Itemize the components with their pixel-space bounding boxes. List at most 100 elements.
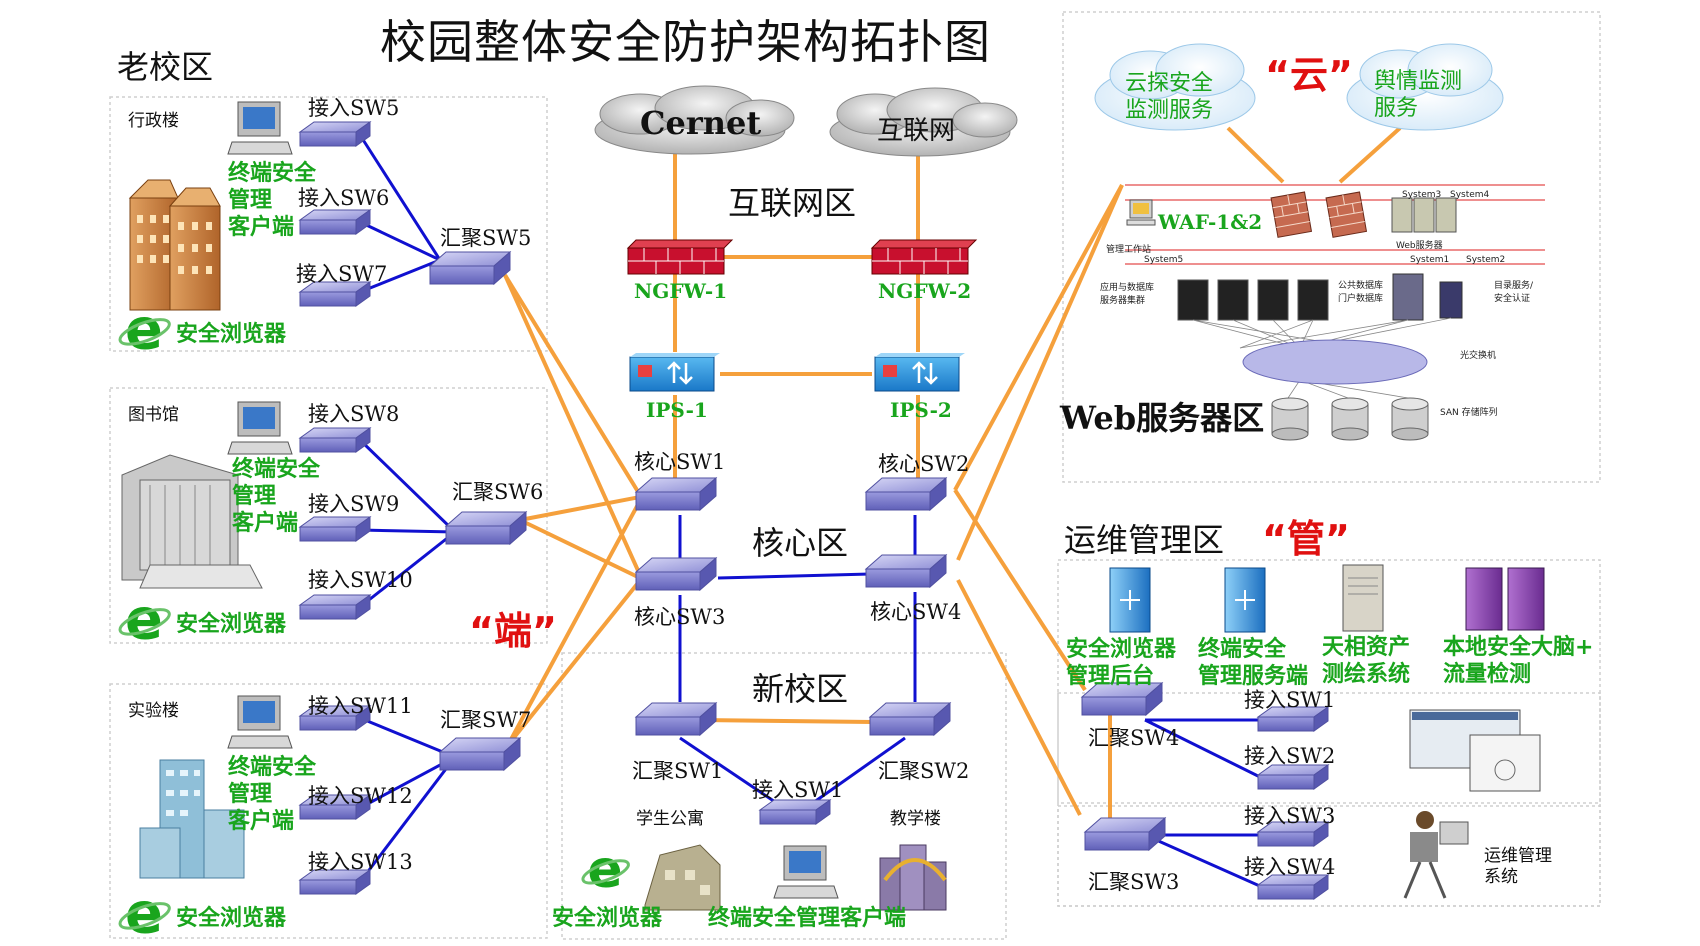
web-server-label: Web服务器 bbox=[1396, 241, 1443, 251]
browser-icon-new-campus: e bbox=[581, 840, 630, 900]
switch-icon-agg7 bbox=[438, 736, 522, 772]
mgmt-station-label: 管理工作站 bbox=[1106, 245, 1152, 255]
cloud-internet-label: 互联网 bbox=[877, 116, 956, 146]
admin-building-box bbox=[109, 96, 548, 352]
agg4-label: 汇聚SW4 bbox=[1088, 726, 1180, 750]
acc7-label: 接入SW7 bbox=[296, 262, 388, 286]
agg6-label: 汇聚SW6 bbox=[452, 480, 544, 504]
page-title: 校园整体安全防护架构拓扑图 bbox=[380, 15, 991, 69]
cloud-opinion-service-label: 舆情监测服务 bbox=[1374, 69, 1463, 121]
switch-icon-agg2 bbox=[868, 701, 952, 737]
switch-icon-acc12 bbox=[298, 794, 372, 820]
switch-icon-acc10 bbox=[298, 594, 372, 620]
server-cluster-icons bbox=[1177, 273, 1463, 321]
cloud-cernet-label: Cernet bbox=[640, 104, 762, 142]
endpoint-client-admin: 终端安全管理客户端 bbox=[228, 161, 317, 240]
ops-system-label: 运维管理系统 bbox=[1484, 846, 1552, 887]
acc11-label: 接入SW11 bbox=[308, 694, 413, 718]
ops-acc1-label: 接入SW1 bbox=[1244, 688, 1336, 712]
core2-label: 核心SW2 bbox=[878, 452, 970, 476]
switch-icon-core1 bbox=[634, 476, 718, 512]
switch-icon-acc1-new bbox=[758, 799, 832, 825]
security-brain-server-icon bbox=[1465, 567, 1545, 631]
building-teaching-label: 教学楼 bbox=[890, 809, 941, 829]
library-building-icon bbox=[121, 454, 263, 589]
zone-core: 核心区 bbox=[752, 524, 849, 562]
computer-icon-lab bbox=[227, 695, 293, 749]
dorm-building-icon bbox=[644, 844, 721, 911]
system3-label: System3 bbox=[1402, 190, 1442, 200]
core1-label: 核心SW1 bbox=[634, 450, 726, 474]
teaching-building-icon bbox=[879, 844, 947, 911]
browser-icon-lab: e bbox=[118, 882, 171, 946]
area-boxes bbox=[109, 11, 1601, 940]
browser-library-label: 安全浏览器 bbox=[176, 612, 287, 637]
app-cluster-label: 应用与数据库服务器集群 bbox=[1100, 283, 1155, 306]
endpoint-client-lab: 终端安全管理客户端 bbox=[228, 755, 317, 834]
switch-icon-ops-acc1 bbox=[1256, 706, 1330, 732]
ngfw2-label: NGFW-2 bbox=[878, 279, 972, 303]
agg7-label: 汇聚SW7 bbox=[440, 708, 532, 732]
admin-building-icon bbox=[128, 179, 221, 311]
ngfw1-firewall-icon bbox=[626, 239, 734, 275]
agg2-label: 汇聚SW2 bbox=[878, 759, 970, 783]
web-server-icons bbox=[1391, 197, 1457, 233]
optical-switch-label: 光交换机 bbox=[1460, 351, 1497, 361]
endpoint-server-label: 终端安全管理服务端 bbox=[1198, 637, 1309, 689]
switch-icon-core4 bbox=[864, 553, 948, 589]
ops-acc2-label: 接入SW2 bbox=[1244, 744, 1336, 768]
switch-icon-acc5 bbox=[298, 121, 372, 147]
new-campus-box bbox=[561, 652, 1007, 940]
cloud-opinion-service-icon bbox=[1346, 43, 1504, 131]
zone-old-campus: 老校区 bbox=[117, 48, 214, 86]
zone-web: Web服务器区 bbox=[1060, 399, 1265, 437]
ips2-label: IPS-2 bbox=[890, 398, 952, 422]
endpoint-server-icon bbox=[1224, 567, 1266, 633]
acc10-label: 接入SW10 bbox=[308, 568, 413, 592]
computer-icon-admin bbox=[227, 101, 293, 155]
waf-firewall-icons bbox=[1270, 191, 1368, 238]
zone-ops: 运维管理区 bbox=[1064, 521, 1225, 559]
ops-screenshot-icon bbox=[1409, 709, 1541, 792]
building-lab-label: 实验楼 bbox=[128, 701, 179, 721]
mgmt-workstation-icon bbox=[1126, 199, 1156, 226]
core4-label: 核心SW4 bbox=[870, 600, 962, 624]
ips1-icon bbox=[629, 353, 720, 392]
system5-label: System5 bbox=[1144, 255, 1184, 265]
zone-new-campus: 新校区 bbox=[752, 670, 849, 708]
switch-icon-acc13 bbox=[298, 869, 372, 895]
acc12-label: 接入SW12 bbox=[308, 784, 413, 808]
tianxiang-server-icon bbox=[1342, 564, 1384, 632]
san-label: SAN 存储阵列 bbox=[1440, 408, 1498, 418]
switch-icon-core3 bbox=[634, 556, 718, 592]
switch-icons bbox=[298, 121, 1330, 900]
acc8-label: 接入SW8 bbox=[308, 402, 400, 426]
agg1-label: 汇聚SW1 bbox=[632, 759, 724, 783]
building-library-label: 图书馆 bbox=[128, 405, 179, 425]
switch-icon-acc9 bbox=[298, 516, 372, 542]
computer-icon-new-campus bbox=[773, 845, 839, 899]
browser-backend-label: 安全浏览器管理后台 bbox=[1066, 637, 1177, 689]
browser-icon-library: e bbox=[118, 588, 171, 653]
ops-person-icon bbox=[1403, 811, 1469, 899]
switch-icon-acc8 bbox=[298, 427, 372, 453]
ips2-icon bbox=[874, 353, 965, 392]
browser-admin-label: 安全浏览器 bbox=[176, 322, 287, 347]
switch-icon-agg3 bbox=[1083, 816, 1167, 852]
acc1-new-label: 接入SW1 bbox=[752, 778, 844, 802]
svg-text:e: e bbox=[125, 588, 163, 653]
switch-icon-ops-acc3 bbox=[1256, 821, 1330, 847]
ips1-label: IPS-1 bbox=[646, 398, 708, 422]
security-brain-label: 本地安全大脑+流量检测 bbox=[1443, 635, 1594, 687]
endpoint-client-library: 终端安全管理客户端 bbox=[232, 457, 321, 536]
switch-icon-core2 bbox=[864, 476, 948, 512]
lab-building-icon bbox=[139, 759, 245, 879]
internet-cloud-icon bbox=[829, 87, 1018, 157]
ngfw1-label: NGFW-1 bbox=[634, 279, 728, 303]
acc13-label: 接入SW13 bbox=[308, 850, 413, 874]
ops-sub-box-2 bbox=[1057, 805, 1601, 907]
ops-acc3-label: 接入SW3 bbox=[1244, 804, 1336, 828]
browser-new-campus-label: 安全浏览器 bbox=[552, 906, 663, 931]
zone-internet: 互联网区 bbox=[728, 184, 857, 222]
